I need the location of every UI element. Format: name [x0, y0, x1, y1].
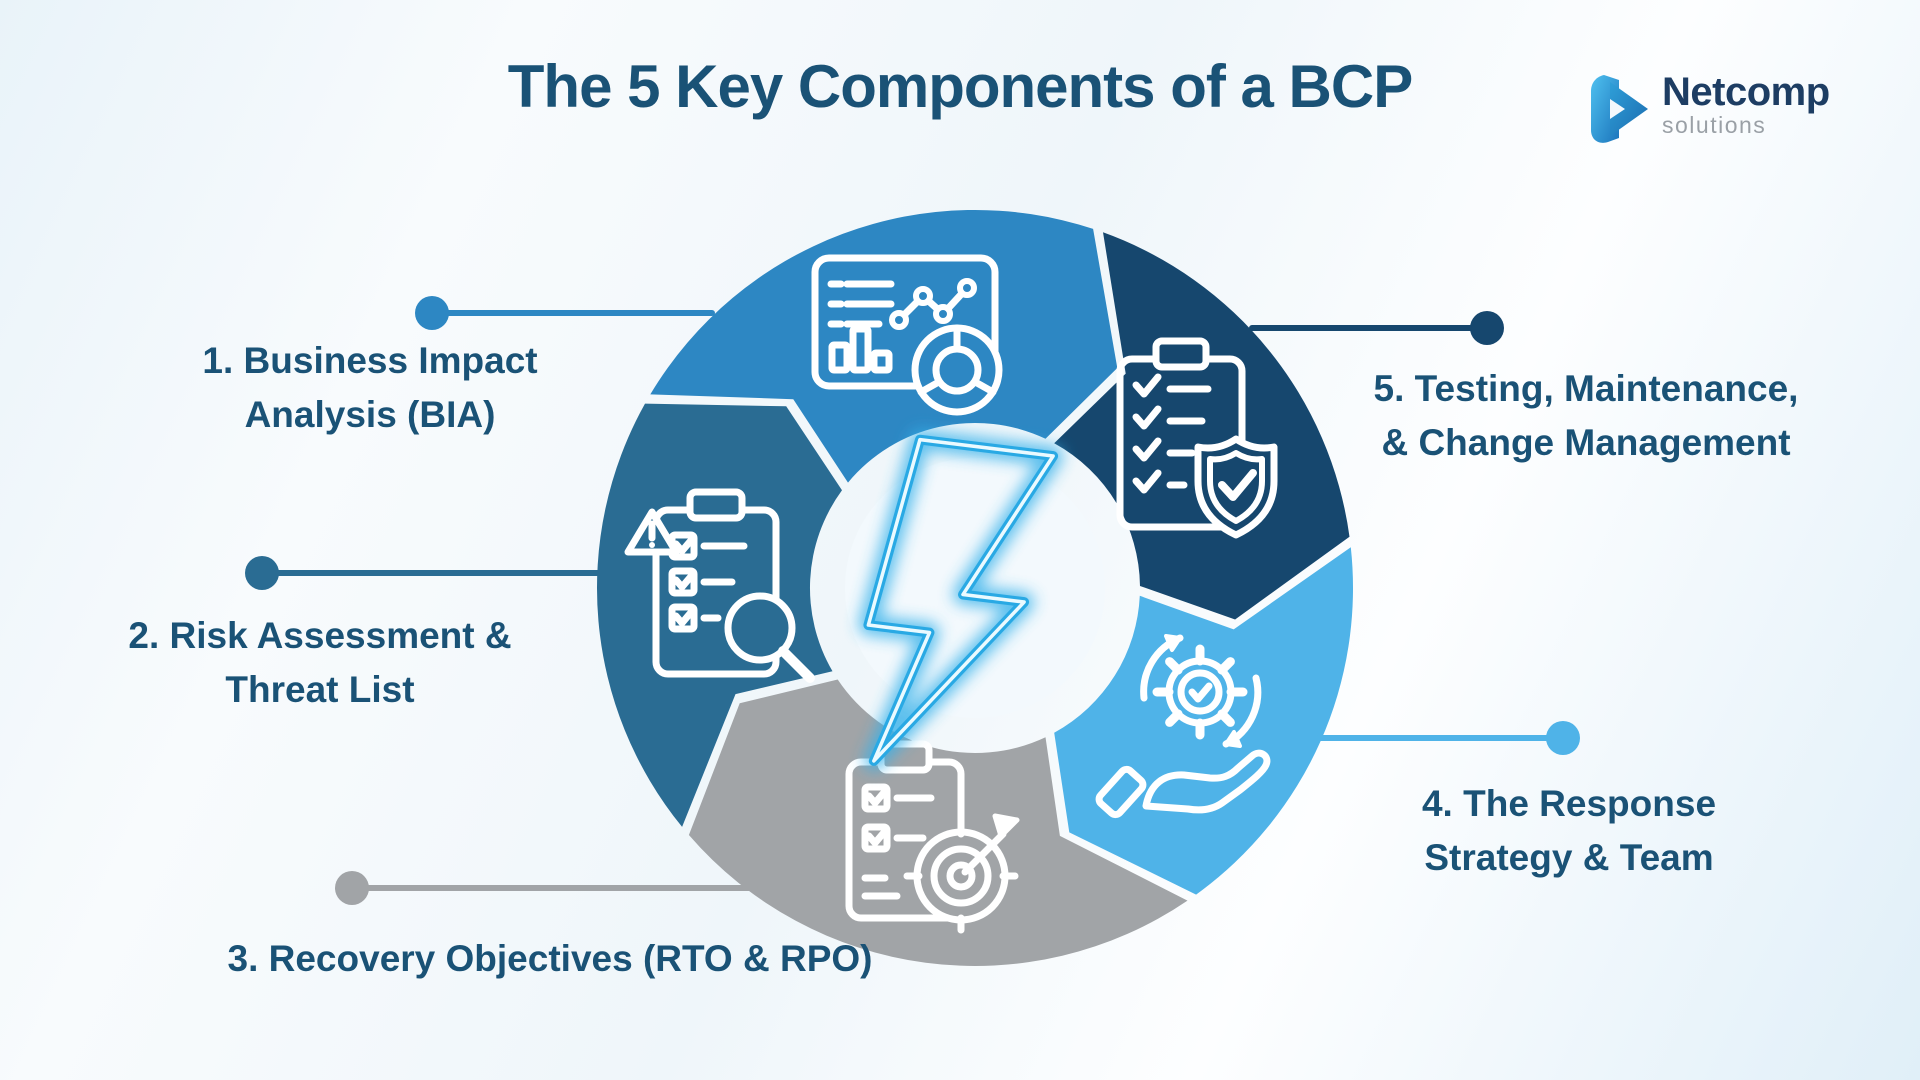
label-testing-maintenance: 5. Testing, Maintenance, & Change Manage…	[1286, 362, 1886, 470]
label-line: 2. Risk Assessment &	[128, 615, 512, 656]
label-business-impact-analysis: 1. Business Impact Analysis (BIA)	[70, 334, 670, 442]
testing-shield-icon	[1116, 337, 1278, 539]
label-connectors	[245, 296, 1580, 905]
connector-4-dot	[1546, 721, 1580, 755]
connector-3-dot	[335, 871, 369, 905]
connector-1-dot	[415, 296, 449, 330]
connector-2-dot	[245, 556, 279, 590]
label-line: & Change Management	[1381, 422, 1791, 463]
segment-business-impact-analysis	[650, 209, 1118, 483]
label-line: Analysis (BIA)	[244, 394, 496, 435]
label-line: 4. The Response	[1421, 783, 1717, 824]
label-recovery-objectives: 3. Recovery Objectives (RTO & RPO)	[200, 932, 900, 986]
bolt-core	[866, 437, 1055, 763]
label-risk-assessment: 2. Risk Assessment & Threat List	[20, 609, 620, 717]
risk-assessment-icon	[624, 488, 815, 683]
label-line: Threat List	[225, 669, 415, 710]
analytics-dashboard-icon	[811, 254, 1003, 416]
connector-5-dot	[1470, 311, 1504, 345]
segment-recovery-objectives	[688, 679, 1188, 966]
label-response-strategy: 4. The Response Strategy & Team	[1269, 777, 1869, 885]
label-line: 1. Business Impact	[202, 340, 538, 381]
netcomp-logo: Netcomp solutions	[1588, 72, 1830, 146]
netcomp-logo-icon	[1591, 75, 1648, 143]
netcomp-logo-text: Netcomp solutions	[1662, 72, 1830, 137]
lightning-bolt-icon	[858, 429, 1064, 771]
page-title: The 5 Key Components of a BCP	[507, 53, 1413, 120]
label-line: 5. Testing, Maintenance,	[1373, 368, 1799, 409]
logo-subtitle: solutions	[1662, 112, 1767, 138]
recovery-objectives-icon	[845, 740, 1020, 934]
response-strategy-icon	[1095, 634, 1271, 819]
logo-name: Netcomp	[1662, 70, 1830, 114]
label-line: 3. Recovery Objectives (RTO & RPO)	[227, 938, 873, 979]
label-line: Strategy & Team	[1424, 837, 1714, 878]
